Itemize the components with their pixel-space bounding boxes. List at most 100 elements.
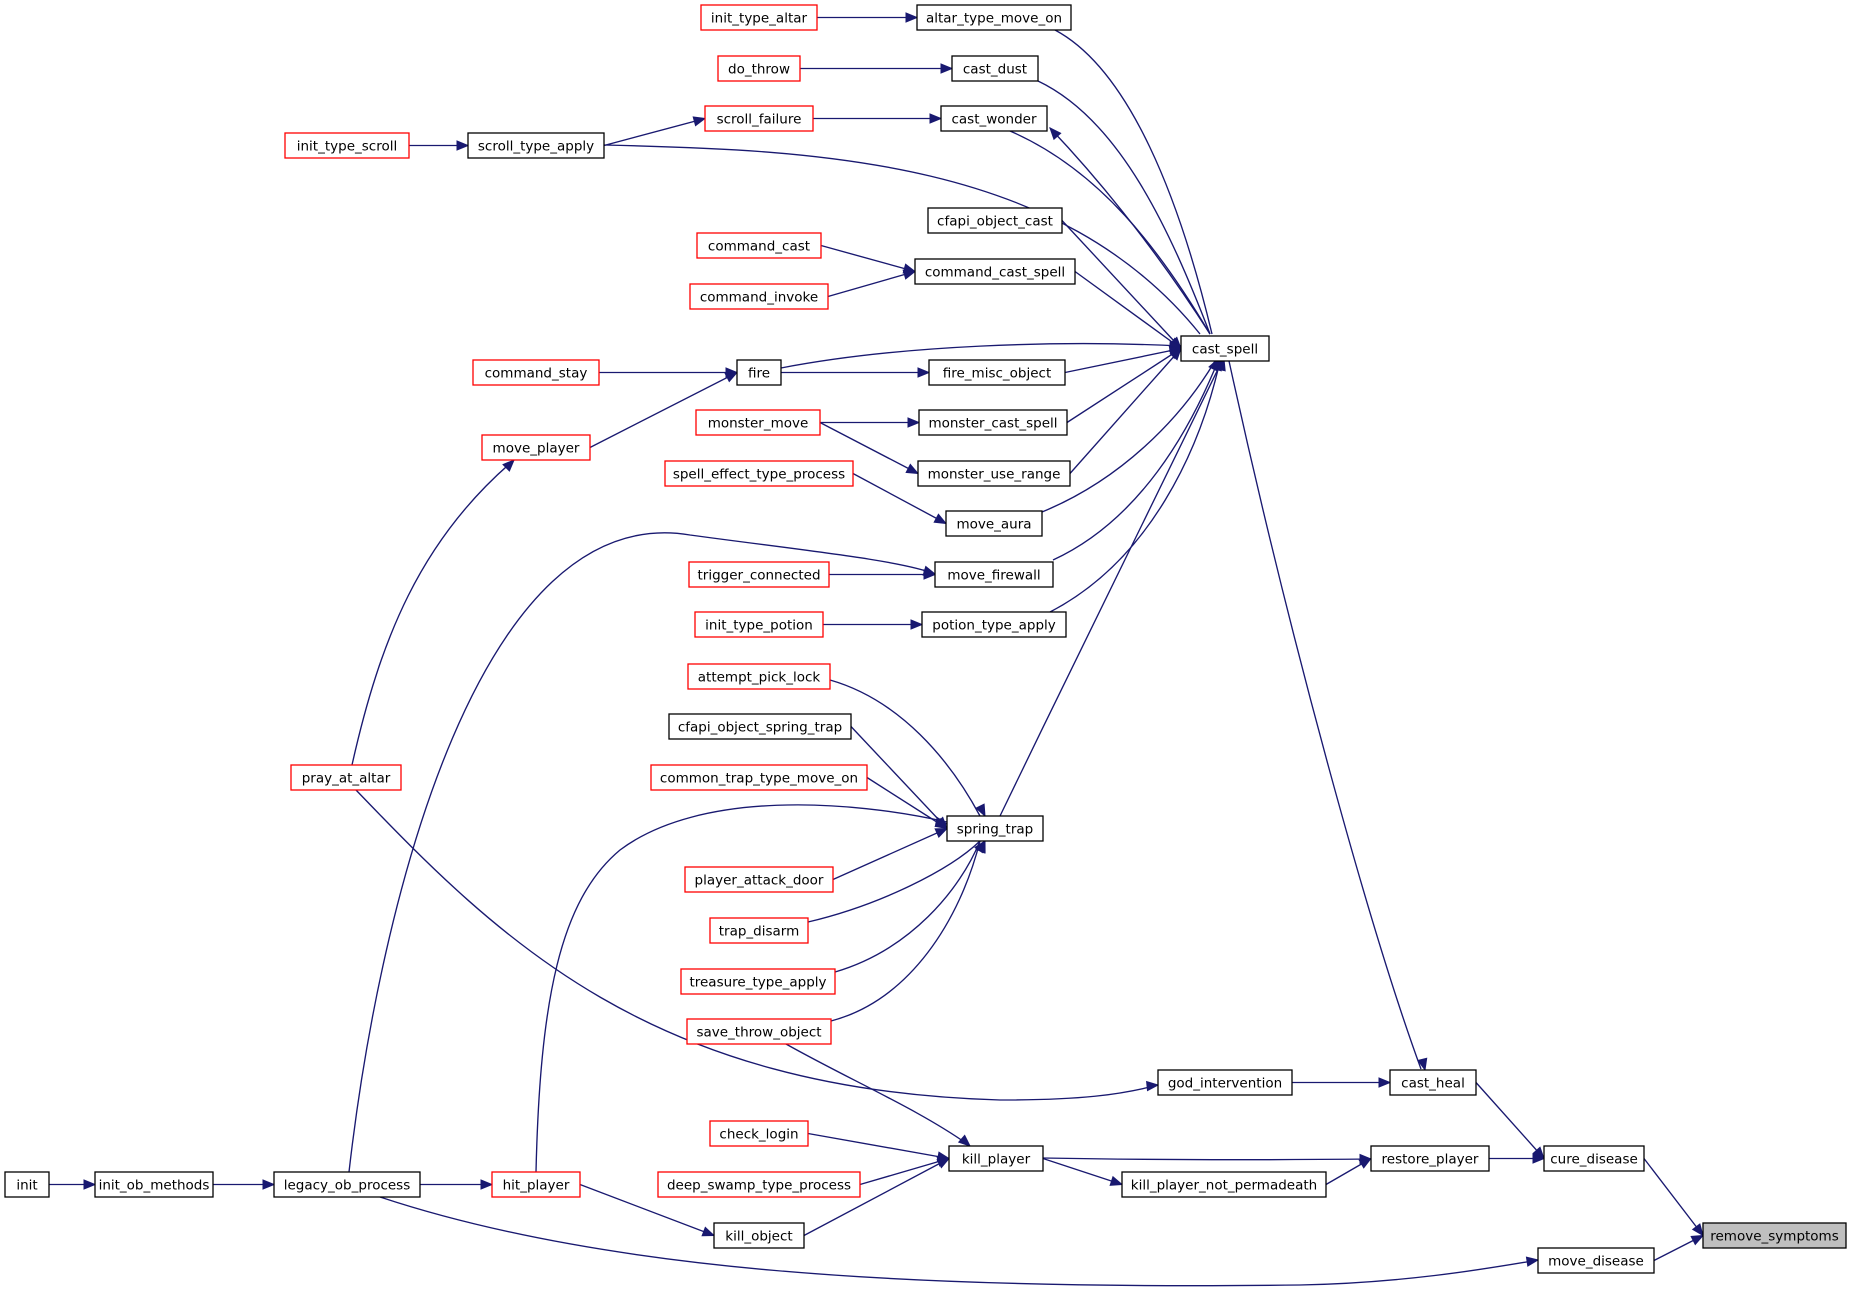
node-init[interactable]: init [4, 1171, 50, 1198]
node-label: remove_symptoms [1710, 1229, 1839, 1245]
node-spring-trap[interactable]: spring_trap [946, 815, 1044, 842]
arrowhead-icon [934, 816, 949, 827]
node-command-stay[interactable]: command_stay [472, 359, 600, 386]
node-move-firewall[interactable]: move_firewall [934, 561, 1054, 588]
node-move-player[interactable]: move_player [481, 434, 591, 461]
node-label: kill_object [725, 1229, 792, 1245]
node-move-disease[interactable]: move_disease [1537, 1247, 1655, 1274]
node-trap-disarm[interactable]: trap_disarm [709, 917, 809, 944]
edge-line [1069, 348, 1182, 474]
node-command-cast-spell[interactable]: command_cast_spell [914, 258, 1076, 285]
node-monster-cast-spell[interactable]: monster_cast_spell [918, 409, 1068, 436]
node-label: init_type_potion [705, 618, 813, 634]
node-check-login[interactable]: check_login [709, 1120, 809, 1147]
node-init-ob-methods[interactable]: init_ob_methods [94, 1171, 214, 1198]
node-scroll-failure[interactable]: scroll_failure [704, 105, 814, 132]
node-init-type-scroll[interactable]: init_type_scroll [284, 132, 410, 159]
node-init-type-potion[interactable]: init_type_potion [694, 611, 824, 638]
edge-scroll_failure-to-cast_wonder [813, 113, 943, 124]
node-monster-use-range[interactable]: monster_use_range [917, 460, 1071, 487]
edge-line [1009, 130, 1211, 335]
edge-save_throw_object-to-kill_player [785, 1043, 971, 1147]
arrowhead-icon [936, 1157, 951, 1169]
node-cfapi-object-cast[interactable]: cfapi_object_cast [927, 207, 1063, 234]
node-deep-swamp-type-process[interactable]: deep_swamp_type_process [657, 1171, 861, 1198]
node-hit-player[interactable]: hit_player [491, 1171, 581, 1198]
node-label: cast_spell [1192, 342, 1258, 358]
node-player-attack-door[interactable]: player_attack_door [684, 866, 834, 893]
node-fire[interactable]: fire [736, 359, 782, 386]
node-do-throw[interactable]: do_throw [717, 55, 801, 82]
node-save-throw-object[interactable]: save_throw_object [686, 1018, 832, 1045]
node-cast-heal[interactable]: cast_heal [1389, 1069, 1477, 1096]
node-box [94, 1171, 214, 1198]
arrowhead-icon [975, 803, 986, 818]
node-cast-wonder[interactable]: cast_wonder [940, 105, 1048, 132]
node-label: scroll_type_apply [478, 139, 594, 155]
edge-line [866, 776, 948, 830]
edge-line [379, 1196, 1539, 1287]
node-cure-disease[interactable]: cure_disease [1543, 1145, 1645, 1172]
node-altar-type-move-on[interactable]: altar_type_move_on [916, 4, 1072, 31]
node-box [687, 663, 831, 690]
edge-line [348, 532, 936, 1173]
node-monster-move[interactable]: monster_move [695, 409, 821, 436]
node-move-aura[interactable]: move_aura [945, 510, 1043, 537]
node-cast-dust[interactable]: cast_dust [951, 55, 1039, 82]
node-command-invoke[interactable]: command_invoke [689, 283, 829, 310]
node-trigger-connected[interactable]: trigger_connected [688, 561, 830, 588]
node-box [686, 1018, 832, 1045]
node-cast-spell[interactable]: cast_spell [1180, 335, 1270, 362]
node-potion-type-apply[interactable]: potion_type_apply [921, 611, 1067, 638]
edge-deep_swamp_type_process-to-kill_player [859, 1156, 951, 1186]
edge-init-to-init_ob_methods [49, 1179, 97, 1190]
arrowhead-icon [480, 1179, 494, 1190]
node-kill-player-not-permadeath[interactable]: kill_player_not_permadeath [1121, 1171, 1327, 1198]
node-legacy-ob-process[interactable]: legacy_ob_process [273, 1171, 421, 1198]
node-box [688, 561, 830, 588]
edge-cure_disease-to-remove_symptoms [1643, 1158, 1704, 1237]
node-box [928, 359, 1066, 386]
edge-line [803, 1157, 950, 1237]
node-attempt-pick-lock[interactable]: attempt_pick_lock [687, 663, 831, 690]
node-restore-player[interactable]: restore_player [1370, 1145, 1490, 1172]
arrowhead-icon [83, 1179, 97, 1190]
node-label: cast_heal [1401, 1076, 1465, 1092]
edge-cast_dust-to-cast_spell [1037, 80, 1215, 361]
node-box [1702, 1222, 1847, 1249]
node-fire-misc-object[interactable]: fire_misc_object [928, 359, 1066, 386]
edge-pray_at_altar-to-god_intervention [355, 789, 1160, 1101]
edge-line [1475, 1082, 1545, 1159]
node-god-intervention[interactable]: god_intervention [1157, 1069, 1293, 1096]
node-label: move_aura [956, 517, 1031, 533]
node-kill-player[interactable]: kill_player [948, 1145, 1044, 1172]
edge-line [603, 144, 1201, 335]
edge-trigger_connected-to-move_firewall [829, 569, 937, 580]
node-init-type-altar[interactable]: init_type_altar [700, 4, 818, 31]
node-cfapi-object-spring-trap[interactable]: cfapi_object_spring_trap [668, 713, 852, 740]
node-box [1180, 335, 1270, 362]
node-spell-effect-type-process[interactable]: spell_effect_type_process [664, 460, 854, 487]
node-treasure-type-apply[interactable]: treasure_type_apply [680, 968, 836, 995]
node-scroll-type-apply[interactable]: scroll_type_apply [467, 132, 605, 159]
edge-init_ob_methods-to-legacy_ob_process [213, 1179, 276, 1190]
node-pray-at-altar[interactable]: pray_at_altar [290, 764, 402, 791]
edge-line [999, 360, 1223, 817]
edge-init_type_altar-to-altar_type_move_on [817, 12, 919, 23]
nodes-layer: remove_symptoms cure_disease move_disease c… [4, 4, 1847, 1274]
node-label: move_firewall [947, 568, 1040, 584]
node-kill-object[interactable]: kill_object [713, 1222, 805, 1249]
edge-line [1064, 347, 1182, 374]
node-common-trap-type-move-on[interactable]: common_trap_type_move_on [650, 764, 868, 791]
arrowhead-icon [902, 269, 917, 280]
arrowhead-icon [262, 1179, 276, 1190]
edge-line [1042, 1157, 1372, 1161]
arrowhead-icon [1417, 1057, 1428, 1072]
node-remove-symptoms[interactable]: remove_symptoms [1702, 1222, 1847, 1249]
node-label: move_disease [1548, 1254, 1644, 1270]
node-box [1121, 1171, 1327, 1198]
node-label: legacy_ob_process [284, 1178, 411, 1194]
edge-do_throw-to-cast_dust [800, 63, 954, 74]
node-label: trigger_connected [697, 568, 820, 584]
node-command-cast[interactable]: command_cast [696, 232, 822, 259]
